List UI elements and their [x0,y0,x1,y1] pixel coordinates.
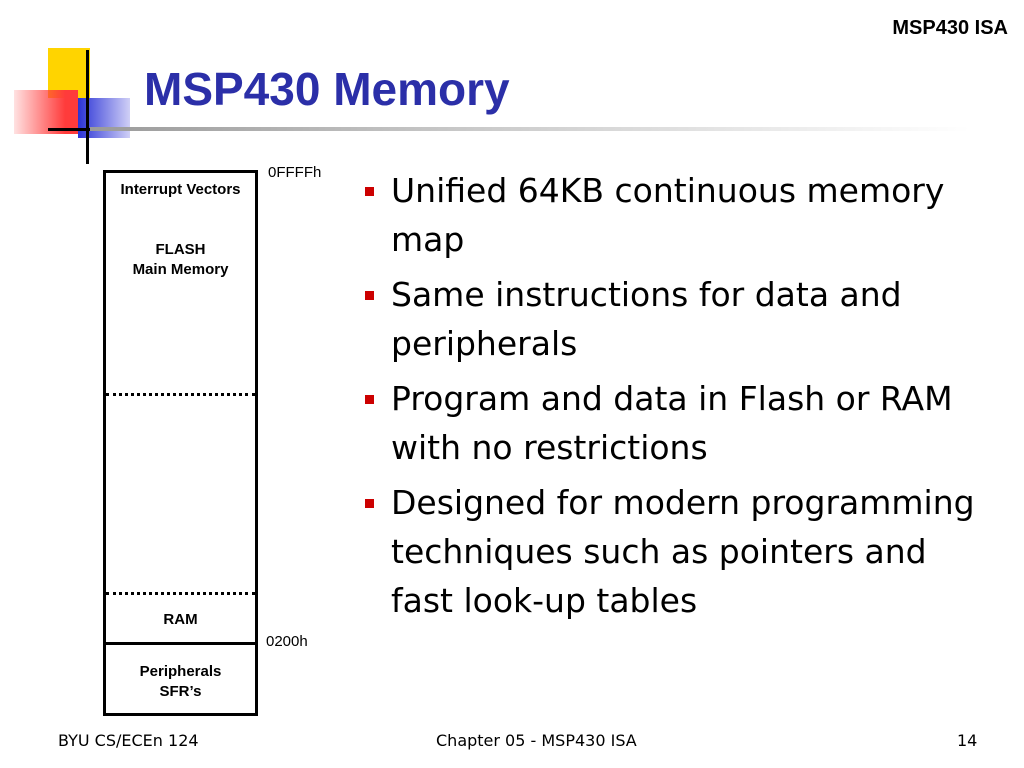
footer-course: BYU CS/ECEn 124 [58,731,199,750]
region-sfr: SFR’s [159,683,202,700]
region-peripherals: Peripherals [139,663,222,680]
region-interrupt-vectors: Interrupt Vectors [120,181,241,198]
bullet-item: Program and data in Flash or RAM with no… [360,374,980,472]
logo-vertical-line [86,50,89,164]
square-bullet-icon [365,187,374,196]
ram-boundary-solid [106,642,255,645]
slide-title: MSP430 Memory [144,63,510,115]
flash-boundary-dotted [106,393,255,396]
region-ram: RAM [163,611,198,628]
bullet-text: Designed for modern programming techniqu… [391,483,975,620]
footer-page-number: 14 [957,731,978,750]
ram-top-dotted [106,592,255,595]
region-flash-subtitle: Main Memory [132,261,229,278]
region-flash-title: FLASH [155,241,206,258]
logo-yellow-square [48,48,90,98]
bullet-item: Designed for modern programming techniqu… [360,478,980,625]
bullet-text: Same instructions for data and periphera… [391,275,902,363]
memory-map-diagram: Interrupt Vectors FLASH Main Memory RAM … [103,170,258,716]
bullet-text: Program and data in Flash or RAM with no… [391,379,953,467]
logo-red-square [14,90,78,134]
address-boundary: 0200h [266,633,308,650]
footer-chapter: Chapter 05 - MSP430 ISA [436,731,637,750]
square-bullet-icon [365,395,374,404]
bullet-item: Unified 64KB continuous memory map [360,166,980,264]
bullet-list: Unified 64KB continuous memory map Same … [360,166,980,631]
square-bullet-icon [365,499,374,508]
decorative-logo [0,0,142,170]
square-bullet-icon [365,291,374,300]
title-underline [90,127,970,131]
bullet-item: Same instructions for data and periphera… [360,270,980,368]
address-top: 0FFFFh [268,164,322,181]
bullet-text: Unified 64KB continuous memory map [391,171,945,259]
header-tag: MSP430 ISA [892,17,1008,39]
